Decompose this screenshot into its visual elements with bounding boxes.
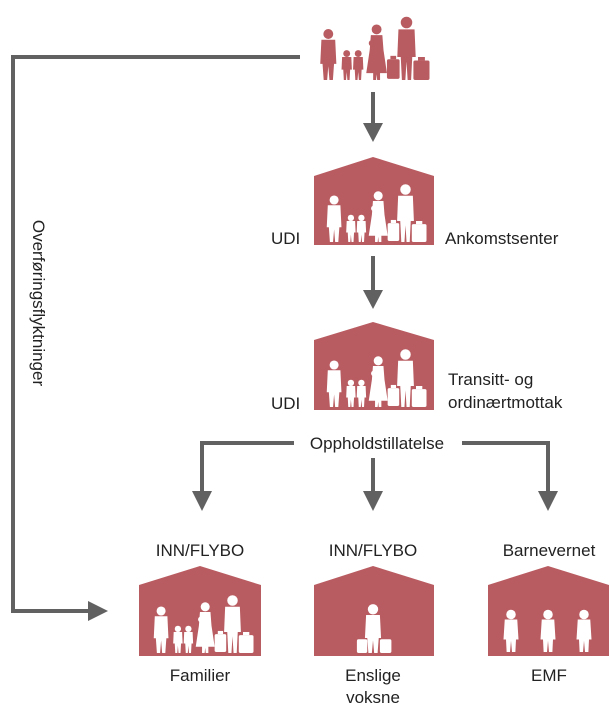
arrowhead-side-flow [88, 601, 108, 621]
familier-label: Familier [169, 666, 231, 685]
transitt-label-line2: ordinærtmottak [448, 393, 563, 412]
side-flow-arrow [11, 55, 300, 613]
inn-flybo-label-enslige: INN/FLYBO [328, 541, 418, 560]
inn-flybo-label-familier: INN/FLYBO [155, 541, 245, 560]
barnevernet-label: Barnevernet [502, 541, 596, 560]
house-single-adult-icon [314, 566, 434, 656]
arrowhead-right [538, 491, 558, 511]
family-group-icon [320, 17, 429, 80]
emf-label: EMF [531, 666, 567, 685]
enslige-label-line1: Enslige [345, 666, 401, 685]
arrow-branch-left [200, 441, 294, 492]
arrowhead-transitt [363, 290, 383, 309]
house-family-icon [314, 157, 434, 245]
house-family-icon [139, 566, 261, 656]
udi-label-ankomst: UDI [271, 229, 301, 248]
arrowhead-middle [363, 491, 383, 511]
arrow-branch-right [462, 441, 550, 492]
side-flow-label: Overføringsflyktninger [29, 219, 48, 387]
oppholdstillatelse-label: Oppholdstillatelse [305, 433, 449, 454]
arrowhead-ankomst [363, 123, 383, 142]
transitt-label-line1: Transitt- og [448, 370, 534, 389]
connector-lines [11, 55, 550, 613]
house-minors-icon [488, 566, 609, 656]
arrowheads [88, 123, 558, 621]
arrowhead-left [192, 491, 212, 511]
ankomstsenter-label: Ankomstsenter [445, 229, 559, 248]
house-family-icon [314, 322, 434, 410]
udi-label-transitt: UDI [271, 394, 301, 413]
enslige-label-line2: voksne [346, 688, 400, 707]
